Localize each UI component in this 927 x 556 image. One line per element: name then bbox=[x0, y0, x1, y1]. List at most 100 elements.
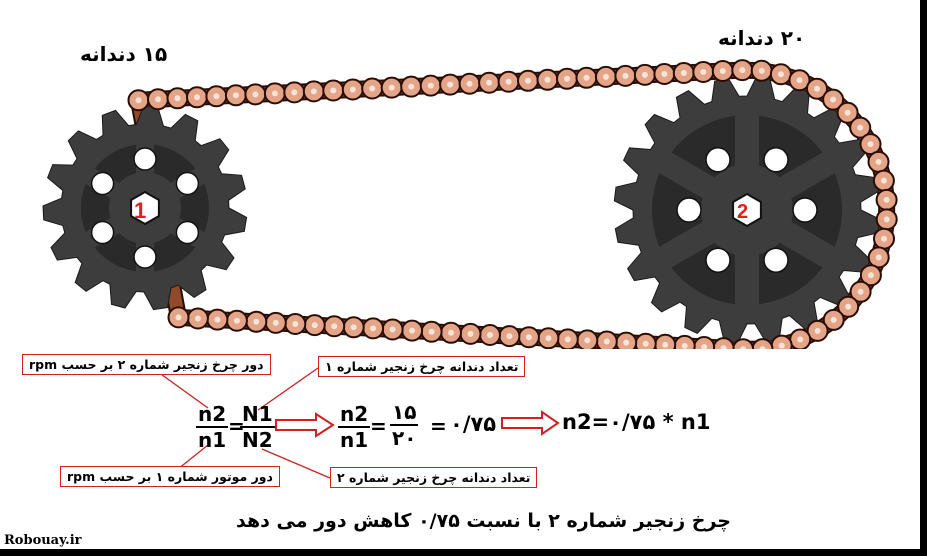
chain-pin bbox=[370, 325, 377, 332]
chain-pin bbox=[777, 71, 784, 78]
chain-pin bbox=[845, 303, 852, 310]
chain-pin bbox=[700, 69, 707, 75]
arrow-right-icon bbox=[501, 410, 560, 436]
chain-pin bbox=[292, 321, 299, 327]
chain-pin bbox=[486, 79, 493, 86]
chain-pin bbox=[583, 74, 590, 81]
bolt-hole bbox=[705, 147, 731, 173]
denominator: n1 bbox=[198, 428, 227, 452]
bolt-hole bbox=[792, 197, 818, 223]
chain-pin bbox=[778, 342, 785, 349]
chain-pin bbox=[350, 324, 357, 331]
chain-pin bbox=[135, 97, 142, 104]
chain-pin bbox=[487, 332, 493, 338]
chain-pin bbox=[875, 254, 882, 261]
label-teeth-gear1: تعداد دندانه چرخ زنجیر شماره ۱ bbox=[318, 356, 526, 377]
chain-pin bbox=[349, 86, 356, 93]
chain-drive-illustration: 1 2 bbox=[42, 59, 898, 349]
fraction-N1-N2: N1 N2 bbox=[240, 403, 275, 451]
chain-pin bbox=[447, 81, 454, 88]
equals-sign: = bbox=[228, 414, 245, 438]
fraction-bar bbox=[240, 426, 275, 428]
gear-2-number: 2 bbox=[737, 201, 748, 223]
chain-pin bbox=[719, 68, 726, 74]
equals-sign: = bbox=[430, 414, 447, 438]
chain-pin bbox=[857, 124, 864, 131]
chain-pin bbox=[681, 342, 688, 349]
chain-pin bbox=[369, 85, 376, 92]
chain-pin bbox=[602, 73, 609, 80]
caption: چرخ زنجیر شماره ۲ با نسبت ۰/۷۵ کاهش دور … bbox=[236, 510, 731, 532]
bolt-hole bbox=[133, 147, 157, 171]
numerator: n2 bbox=[340, 402, 369, 426]
teeth-label-15: ۱۵ دندانه bbox=[80, 42, 168, 66]
chain-pin bbox=[545, 335, 552, 342]
chain-pin bbox=[428, 328, 435, 335]
bolt-hole bbox=[763, 147, 789, 173]
formula-annotations bbox=[157, 367, 560, 479]
chain-pin bbox=[662, 341, 669, 348]
chain-pin bbox=[830, 96, 837, 103]
bolt-hole bbox=[133, 245, 157, 269]
sprocket-2: 2 bbox=[613, 76, 881, 344]
bolt-hole bbox=[175, 220, 200, 245]
chain-pin bbox=[680, 70, 687, 76]
fraction-bar bbox=[338, 426, 371, 428]
chain-pin bbox=[739, 67, 746, 74]
chain-pin bbox=[603, 338, 610, 345]
bolt-hole bbox=[175, 171, 200, 196]
fraction-n2-n1: n2 n1 bbox=[196, 402, 229, 452]
chain-pin bbox=[830, 316, 837, 323]
chain-pin bbox=[867, 141, 874, 148]
chain-roller bbox=[732, 338, 755, 349]
chain-pin bbox=[564, 75, 570, 82]
chain-pin bbox=[330, 87, 337, 94]
chain-pin bbox=[466, 80, 473, 87]
chain-pin bbox=[584, 337, 591, 344]
chain-pin bbox=[525, 334, 532, 341]
spoke bbox=[648, 218, 725, 272]
bolt-hole bbox=[676, 197, 702, 223]
chain-pin bbox=[233, 317, 240, 324]
page-frame: 1 2 ۱۵ دندانه ۲۰ دندانه دور چرخ bbox=[0, 0, 920, 549]
chain-pin bbox=[661, 71, 668, 77]
chain-pin bbox=[641, 71, 648, 78]
bolt-hole bbox=[90, 171, 115, 196]
chain-pin bbox=[759, 346, 766, 349]
bolt-hole bbox=[763, 247, 789, 273]
label-teeth-gear2: تعداد دندانه چرخ زنجیر شماره ۲ bbox=[330, 467, 538, 488]
chain-pin bbox=[272, 319, 279, 326]
chain-pin bbox=[427, 82, 434, 89]
chain-pin bbox=[505, 78, 512, 85]
pointer-line bbox=[257, 367, 319, 411]
chain-pin bbox=[564, 336, 571, 343]
numerator: N1 bbox=[242, 402, 273, 426]
pointer-line bbox=[261, 448, 331, 479]
gear-1-number: 1 bbox=[134, 198, 146, 223]
chain-pin bbox=[720, 345, 727, 349]
chain-pin bbox=[867, 272, 874, 279]
chain-pin bbox=[525, 77, 531, 84]
spoke bbox=[769, 218, 846, 272]
chain-pin bbox=[701, 344, 708, 349]
chain-pin bbox=[814, 85, 820, 92]
chain-pin bbox=[758, 67, 765, 74]
teeth-label-20: ۲۰ دندانه bbox=[718, 26, 806, 50]
chain-pin bbox=[311, 322, 318, 329]
chain-pin bbox=[448, 329, 454, 336]
chain-pin bbox=[388, 84, 395, 91]
spoke bbox=[769, 148, 846, 202]
chain-pin bbox=[331, 323, 338, 330]
result-formula: n2=۰/۷۵ * n1 bbox=[562, 410, 711, 434]
chain-pin bbox=[408, 83, 415, 90]
chain-pin bbox=[155, 96, 161, 103]
numerator: n2 bbox=[198, 402, 227, 426]
spoke bbox=[648, 148, 725, 202]
chain-pin bbox=[796, 77, 803, 84]
chain-pin bbox=[622, 72, 629, 79]
numerator: ۱۵ bbox=[392, 400, 417, 424]
chain-pin bbox=[194, 315, 201, 322]
sprocket-1: 1 bbox=[42, 105, 248, 311]
chain-pin bbox=[175, 314, 182, 321]
chain-pin bbox=[740, 346, 747, 349]
